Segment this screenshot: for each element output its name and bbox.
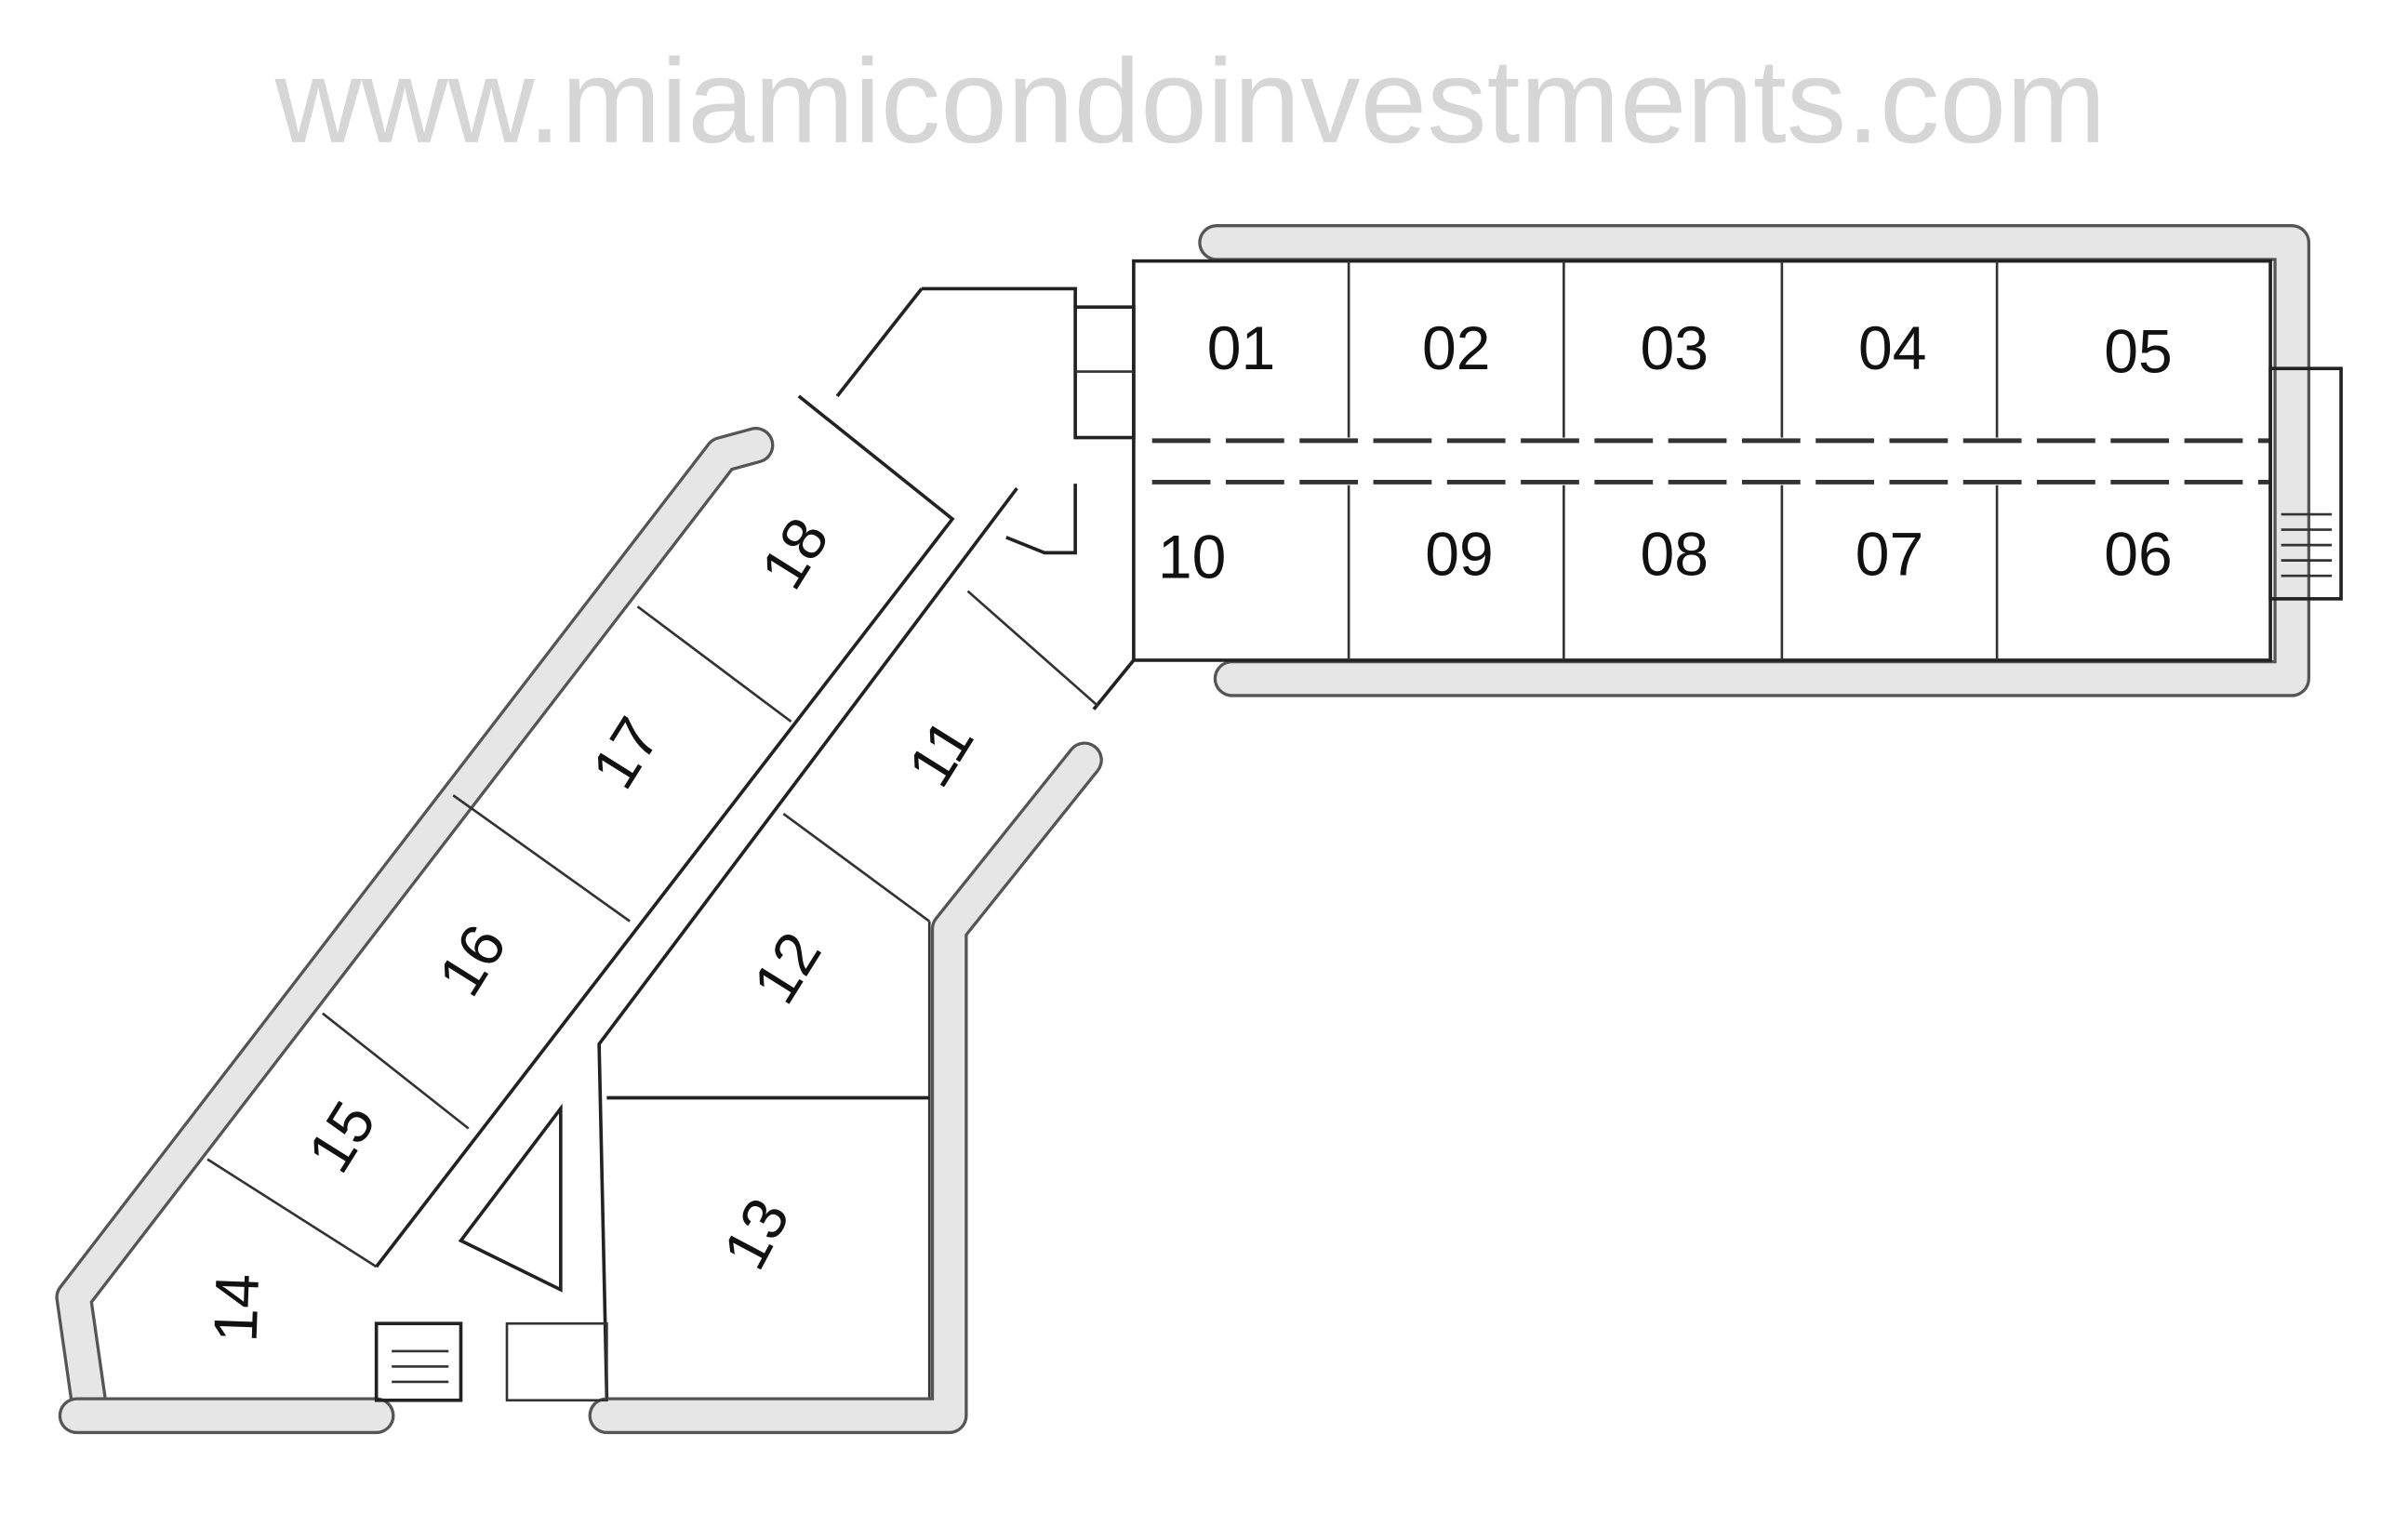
unit-16[interactable]: 16 (424, 913, 519, 1008)
stairs-icon (2268, 366, 2343, 601)
unit-labels: 01 02 03 04 05 06 07 08 09 10 11 12 13 1… (200, 313, 2172, 1343)
unit-07[interactable]: 07 (1856, 519, 1923, 588)
west-wing (206, 394, 1099, 1402)
unit-01[interactable]: 01 (1207, 313, 1275, 382)
atrium-void (458, 1103, 563, 1293)
unit-14[interactable]: 14 (200, 1273, 272, 1344)
unit-18[interactable]: 18 (747, 506, 842, 601)
unit-17[interactable]: 17 (579, 706, 673, 801)
unit-08[interactable]: 08 (1641, 519, 1709, 588)
east-wing (1005, 259, 2343, 710)
unit-13[interactable]: 13 (710, 1188, 803, 1281)
unit-11[interactable]: 11 (894, 708, 986, 798)
unit-03[interactable]: 03 (1641, 313, 1709, 382)
unit-06[interactable]: 06 (2104, 519, 2172, 588)
unit-10[interactable]: 10 (1158, 523, 1226, 591)
unit-02[interactable]: 02 (1422, 313, 1490, 382)
watermark: www.miamicondoinvestments.com (274, 34, 2107, 168)
unit-09[interactable]: 09 (1425, 519, 1493, 588)
unit-12[interactable]: 12 (739, 921, 834, 1016)
unit-05[interactable]: 05 (2104, 317, 2172, 386)
unit-04[interactable]: 04 (1858, 313, 1926, 382)
stairs-icon (374, 1321, 463, 1402)
unit-15[interactable]: 15 (294, 1089, 389, 1184)
exterior-walls (55, 224, 2311, 1435)
